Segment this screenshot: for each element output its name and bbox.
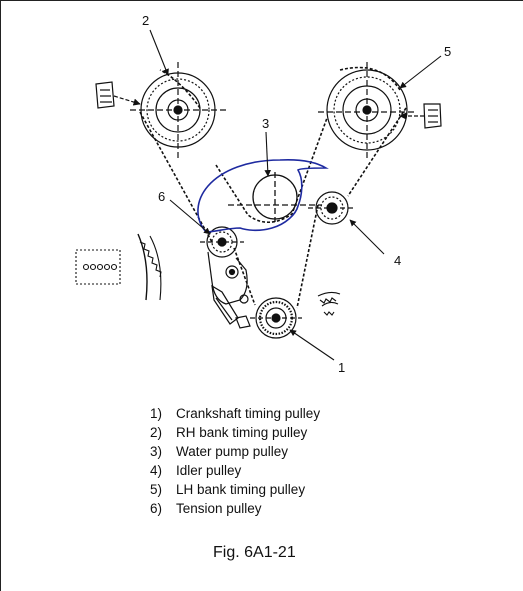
lh-bank-timing-pulley [318, 62, 416, 160]
callout-3: 3 [262, 116, 269, 131]
rh-bank-timing-pulley [130, 62, 226, 158]
legend-item: 4) Idler pulley [150, 461, 320, 480]
belt-tooth-detail-left [75, 233, 162, 301]
timing-belt [139, 66, 407, 309]
lh-cam-sensor [399, 103, 442, 129]
figure-caption: Fig. 6A1-21 [213, 544, 296, 561]
legend-num: 5) [150, 482, 163, 497]
legend-item: 2) RH bank timing pulley [150, 423, 320, 442]
callout-1: 1 [338, 360, 345, 375]
crankshaft-timing-pulley [250, 297, 302, 339]
legend-num: 1) [150, 406, 163, 421]
legend-item: 5) LH bank timing pulley [150, 480, 320, 499]
legend-label: Tension pulley [176, 501, 262, 516]
hand-drawn-annotation [197, 159, 329, 233]
tensioner-bracket [207, 251, 251, 329]
timing-belt-diagram: 2 5 3 6 4 1 [75, 13, 451, 375]
parts-legend: 1) Crankshaft timing pulley 2) RH bank tim… [150, 404, 320, 518]
callout-leaders [149, 29, 442, 361]
legend-num: 3) [150, 444, 163, 459]
legend-item: 3) Water pump pulley [150, 442, 320, 461]
water-pump-pulley [228, 172, 322, 222]
legend-item: 6) Tension pulley [150, 499, 320, 518]
legend-label: Water pump pulley [176, 444, 289, 459]
legend-num: 6) [150, 501, 163, 516]
belt-tooth-detail-right [317, 291, 341, 316]
legend-label: LH bank timing pulley [176, 482, 306, 497]
tension-pulley [200, 226, 244, 258]
legend-label: RH bank timing pulley [176, 425, 308, 440]
legend-label: Crankshaft timing pulley [176, 406, 321, 421]
callout-2: 2 [142, 13, 149, 28]
rh-cam-sensor [95, 81, 141, 109]
legend-num: 2) [150, 425, 163, 440]
idler-pulley [308, 191, 356, 225]
callout-6: 6 [158, 189, 165, 204]
callout-5: 5 [444, 44, 451, 59]
legend-item: 1) Crankshaft timing pulley [150, 404, 320, 423]
legend-label: Idler pulley [176, 463, 242, 478]
callout-4: 4 [394, 253, 401, 268]
legend-num: 4) [150, 463, 163, 478]
